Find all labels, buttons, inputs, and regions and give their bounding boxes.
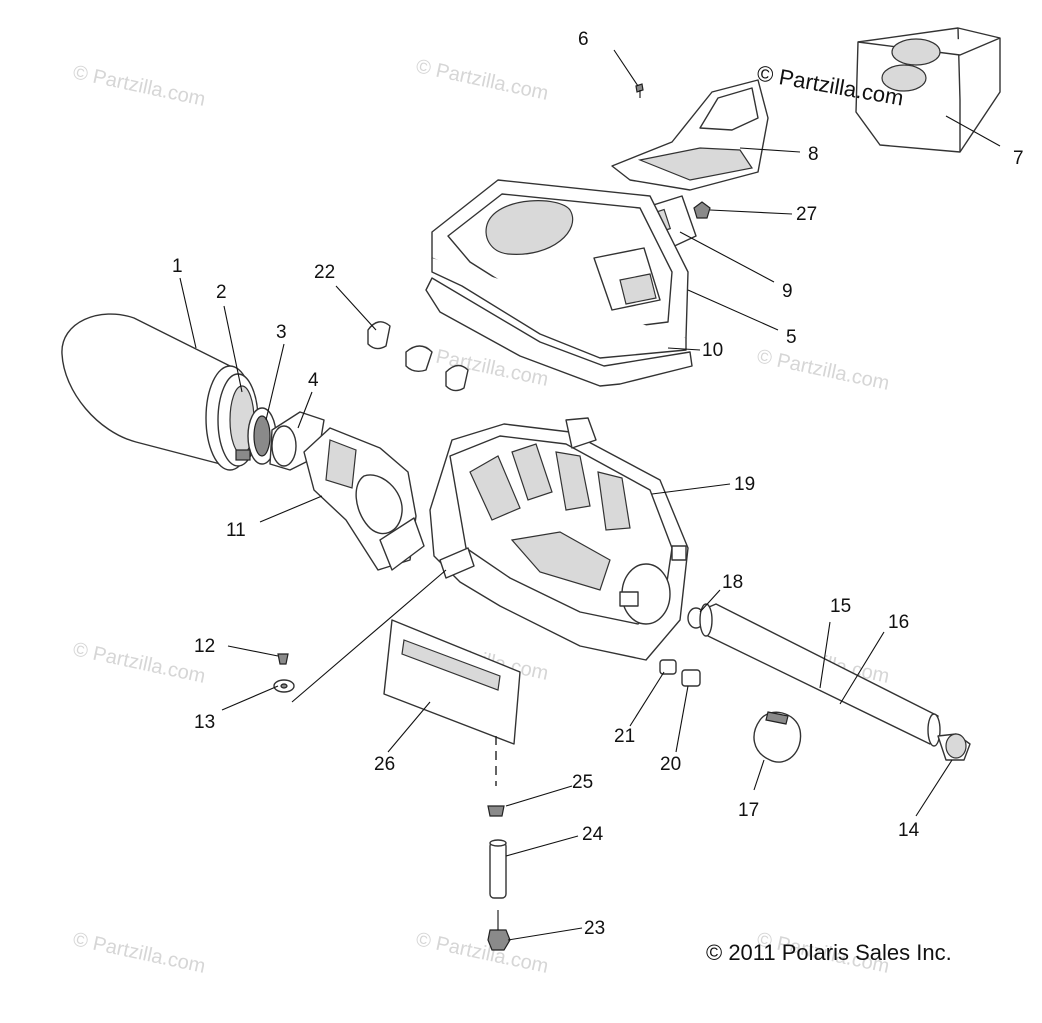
watermark-2: © Partzilla.com	[414, 55, 550, 105]
callout-11: 11	[226, 520, 246, 541]
part-19-airbox	[429, 417, 689, 661]
part-11-intake-boot	[303, 427, 425, 571]
part-25-clip	[487, 805, 505, 817]
part-12-fastener	[277, 653, 289, 665]
watermark-1: © Partzilla.com	[71, 61, 207, 111]
callout-17: 17	[738, 800, 759, 821]
callout-23: 23	[584, 918, 605, 939]
callout-22: 22	[314, 262, 335, 283]
watermark-5: © Partzilla.com	[755, 345, 891, 395]
callout-12: 12	[194, 636, 215, 657]
part-14-end-cap	[937, 733, 971, 761]
part-15-16-drain-tube	[699, 603, 941, 747]
callout-15: 15	[830, 596, 851, 617]
callout-8: 8	[808, 144, 819, 165]
callout-26: 26	[374, 754, 395, 775]
part-3-clamp	[235, 407, 277, 465]
part-17-clamp	[753, 711, 802, 763]
part-6-screw	[635, 83, 644, 98]
callout-9: 9	[782, 281, 793, 302]
part-21-plug	[659, 659, 677, 675]
callout-7: 7	[1013, 148, 1024, 169]
callout-24: 24	[582, 824, 604, 845]
callout-14: 14	[898, 820, 920, 841]
callout-27: 27	[796, 204, 817, 225]
callout-10: 10	[702, 340, 723, 361]
leader-lines	[179, 49, 1001, 941]
part-22-clips	[367, 321, 469, 392]
part-24-hose	[489, 839, 507, 899]
part-7-foam-block	[855, 27, 1001, 153]
callout-20: 20	[660, 754, 681, 775]
copyright-notice: © 2011 Polaris Sales Inc.	[706, 940, 952, 965]
callout-18: 18	[722, 572, 743, 593]
part-20-plug	[681, 669, 701, 687]
part-10-lid-seal	[425, 277, 693, 387]
callout-3: 3	[276, 322, 287, 343]
part-5-airbox-lid	[431, 179, 689, 359]
part-13-washer	[273, 679, 295, 693]
part-27-push-rivet	[693, 201, 711, 219]
watermark-10: © Partzilla.com	[414, 928, 550, 978]
part-23-valve	[487, 910, 511, 951]
callout-21: 21	[614, 726, 635, 747]
callouts: 6 7 8 27 9 5 10 22 1 2 3 4 11 19 18 15 1…	[172, 29, 1024, 939]
callout-4: 4	[308, 370, 319, 391]
callout-16: 16	[888, 612, 909, 633]
part-8-duct-boot	[611, 79, 769, 191]
callout-25: 25	[572, 772, 593, 793]
callout-6: 6	[578, 29, 589, 50]
callout-19: 19	[734, 474, 755, 495]
callout-2: 2	[216, 282, 227, 303]
callout-5: 5	[786, 327, 797, 348]
callout-13: 13	[194, 712, 215, 733]
callout-1: 1	[172, 256, 183, 277]
watermark-6: © Partzilla.com	[71, 638, 207, 688]
watermark-9: © Partzilla.com	[71, 928, 207, 978]
part-26-label	[383, 619, 521, 745]
